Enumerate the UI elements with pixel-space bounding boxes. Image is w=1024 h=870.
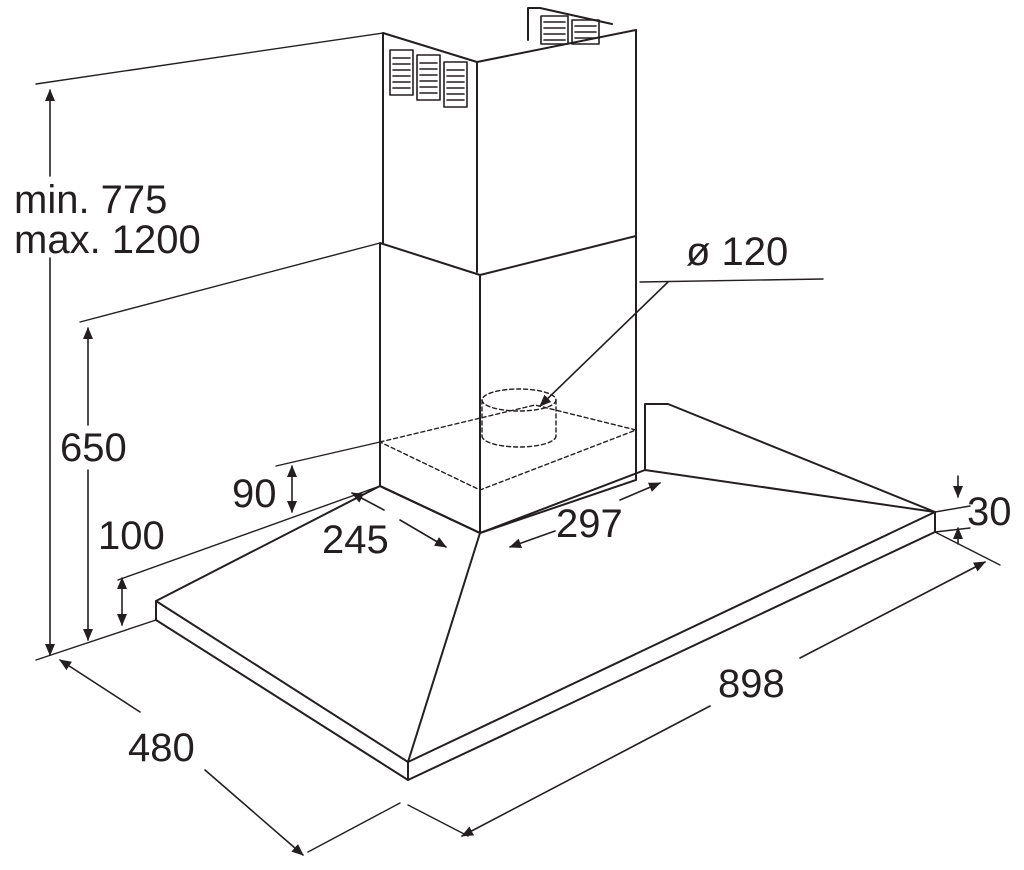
hood-width-label: 898 [718,662,785,706]
hood-depth-top-label: 650 [60,426,127,470]
chimney-width-label: 297 [556,502,623,546]
chimney-depth-label: 245 [322,518,389,562]
upper-chimney [382,7,637,273]
height-max-label: max. 1200 [14,218,201,262]
bracket-height-label: 90 [232,472,277,516]
vent-slots [389,15,600,108]
edge-thickness-label: 30 [967,490,1012,534]
hood-depth-label: 480 [128,726,195,770]
hood-to-wall-label: 100 [98,514,165,558]
extension-lines [35,32,1001,853]
dimension-lines [45,89,986,856]
hidden-outline [379,388,637,491]
duct-diameter-label: ø 120 [686,230,789,274]
hood-canopy [155,403,936,781]
height-min-label: min. 775 [14,178,168,222]
